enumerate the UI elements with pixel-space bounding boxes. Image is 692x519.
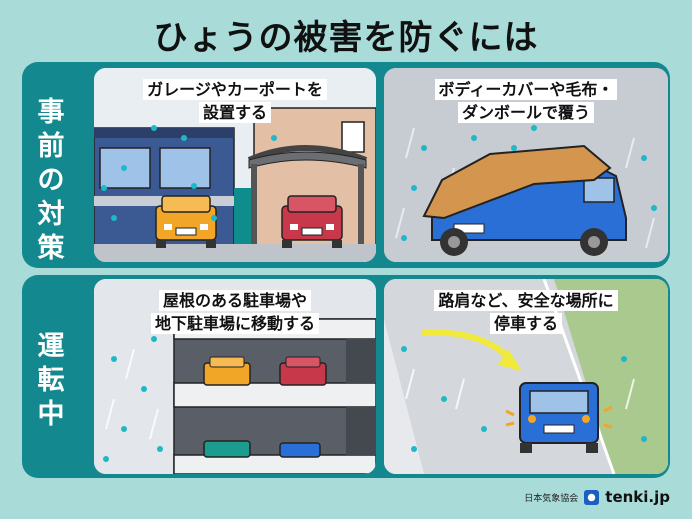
teal-car [203, 440, 251, 458]
caption-line: 路肩など、安全な場所に [434, 290, 618, 311]
caption-line: ダンボールで覆う [457, 102, 594, 123]
red-car [281, 195, 343, 248]
panel-caption: 路肩など、安全な場所に 停車する [384, 289, 668, 335]
panel-body-cover: ボディーカバーや毛布・ ダンボールで覆う [384, 68, 668, 262]
hazard-light-icon [505, 405, 613, 429]
panel-pull-over: 路肩など、安全な場所に 停車する [384, 279, 668, 474]
hail [401, 346, 647, 452]
caption-line: 屋根のある駐車場や [158, 290, 311, 311]
parking-illustration [94, 279, 376, 474]
caption-line: 地下駐車場に移動する [150, 313, 319, 334]
panel-covered-parking: 屋根のある駐車場や 地下駐車場に移動する [94, 279, 376, 474]
caption-line: 設置する [198, 102, 271, 123]
caption-line: ボディーカバーや毛布・ [434, 79, 618, 100]
panel-garage: ガレージやカーポートを 設置する [94, 68, 376, 262]
blue-car [422, 144, 627, 256]
panel-caption: ボディーカバーや毛布・ ダンボールで覆う [384, 78, 668, 124]
jwa-label: 日本気象協会 [524, 493, 579, 504]
orange-car [155, 195, 217, 248]
blue-car [519, 382, 599, 453]
hail [101, 125, 277, 221]
brand-label: tenki.jp [605, 488, 670, 506]
tenki-logo-icon [584, 489, 600, 505]
caption-line: ガレージやカーポートを [143, 79, 327, 100]
row-label-driving: 運転中 [26, 330, 76, 432]
hail [103, 336, 163, 462]
row-label-text: 事前の対策 [37, 97, 65, 264]
page-title: ひょうの被害を防ぐには [153, 18, 539, 58]
row-label-text: 運転中 [37, 331, 65, 430]
cover-illustration [384, 68, 668, 262]
garage-illustration [94, 68, 376, 262]
red-car [279, 356, 327, 386]
panel-caption: ガレージやカーポートを 設置する [94, 78, 376, 124]
orange-car [203, 356, 251, 386]
pullover-illustration [384, 279, 668, 474]
row-label-prevention: 事前の対策 [26, 96, 76, 266]
caption-line: 停車する [489, 313, 562, 334]
hail [401, 125, 657, 241]
blue-car [279, 442, 321, 458]
panel-caption: 屋根のある駐車場や 地下駐車場に移動する [94, 289, 376, 335]
footer: 日本気象協会 tenki.jp [524, 486, 670, 508]
